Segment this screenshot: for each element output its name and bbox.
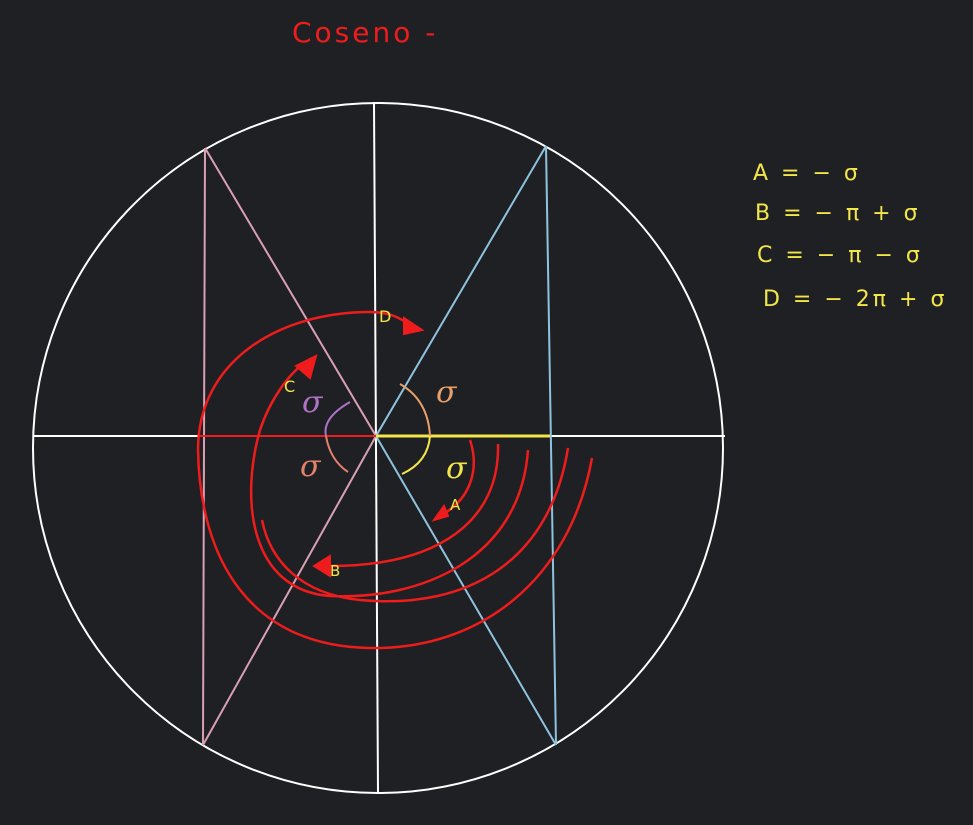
angle-arc-upper-left (324, 401, 351, 437)
page-title: Coseno - (292, 16, 438, 49)
equation-a: A = − σ (753, 161, 861, 186)
arrow-a-path (439, 439, 475, 518)
arrow-label-a: A (450, 496, 462, 514)
angle-symbol-upper-left: σ (302, 385, 324, 420)
arrow-label-d: D (379, 307, 393, 326)
arrow-d-path (196, 310, 594, 650)
angle-symbol-lower-left: σ (300, 449, 322, 484)
arrow-b-path (329, 443, 500, 568)
arrow-a-head (431, 503, 450, 522)
arrow-extra-arc (260, 447, 570, 603)
angle-arc-lower-right (401, 435, 431, 475)
angle-arc-lower-left (325, 435, 349, 473)
angle-symbol-upper-right: σ (436, 375, 458, 410)
arrow-c-head (294, 354, 318, 380)
blue-ray-lower (375, 435, 557, 746)
pink-ray-lower (202, 435, 377, 746)
arrow-label-c: C (284, 377, 297, 396)
equation-c: C = − π − σ (757, 243, 923, 268)
arrow-b-head (312, 554, 331, 578)
y-axis (373, 101, 379, 794)
arrow-d-head (403, 316, 425, 336)
angle-symbol-lower-right: σ (446, 451, 468, 486)
pink-ray-upper (204, 147, 377, 437)
equation-b: B = − π + σ (755, 201, 921, 226)
blue-vertical-chord (545, 145, 557, 746)
arrow-c-path (250, 356, 530, 598)
angle-arc-upper-right (399, 383, 431, 437)
pink-vertical-chord (202, 147, 206, 746)
arrow-label-b: B (330, 562, 342, 580)
equation-d: D = − 2π + σ (763, 287, 947, 312)
